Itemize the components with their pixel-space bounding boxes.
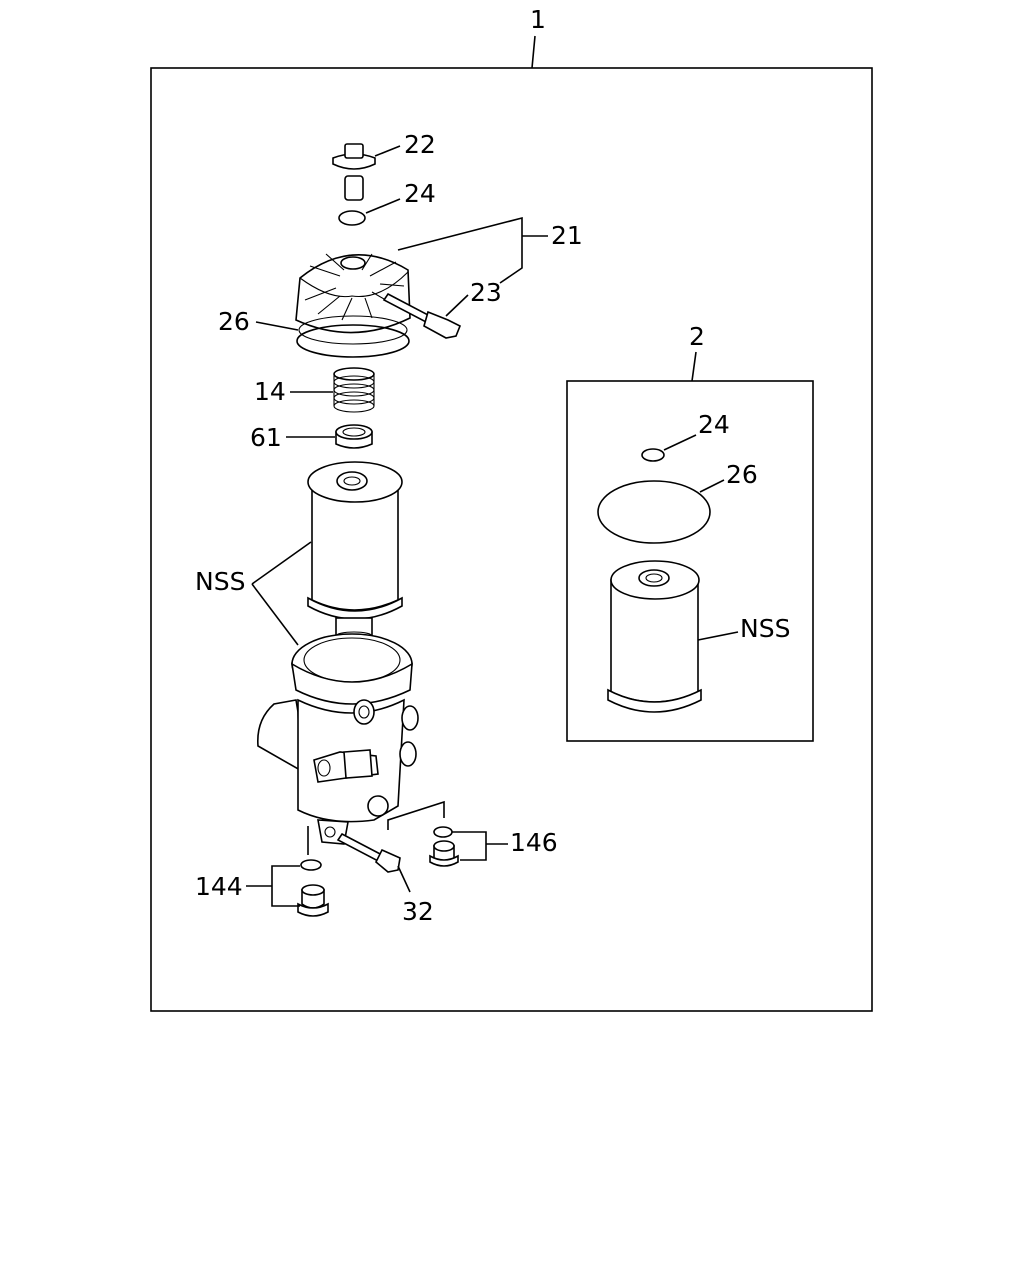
callout-assembly: 1 [530,5,546,34]
seat-61 [335,424,373,449]
callout-kit-element: NSS [740,614,790,643]
callout-bolt-23: 23 [470,278,502,307]
callout-spring-14: 14 [254,377,286,406]
spring-14 [333,367,375,413]
cover-21 [295,253,411,345]
callout-kit: 2 [689,322,705,351]
callout-oring-24: 24 [404,179,436,208]
bolt-22 [332,143,376,201]
callout-kit-oring-26: 26 [726,460,758,489]
oring-26 [296,324,410,358]
callout-element: NSS [195,567,245,596]
assembly-frame [150,67,873,1012]
oring-24 [338,210,366,226]
filter-body [257,633,419,855]
kit-oring-24 [641,448,665,462]
callout-seat-61: 61 [250,423,282,452]
kit-filter-element [607,560,702,713]
bolt-23 [382,292,462,339]
filter-element [307,461,403,641]
callout-bolt-22: 22 [404,130,436,159]
callout-oring-26: 26 [218,307,250,336]
callout-kit-oring-24: 24 [698,410,730,439]
plug-146 [429,826,459,867]
bolt-32 [336,832,401,873]
kit-frame [566,380,814,742]
plug-144 [297,859,329,917]
callout-plug-146: 146 [510,828,558,857]
kit-oring-26 [597,480,711,544]
callout-plug-144: 144 [195,872,243,901]
callout-bolt-32: 32 [402,897,434,926]
callout-cover-21: 21 [551,221,583,250]
